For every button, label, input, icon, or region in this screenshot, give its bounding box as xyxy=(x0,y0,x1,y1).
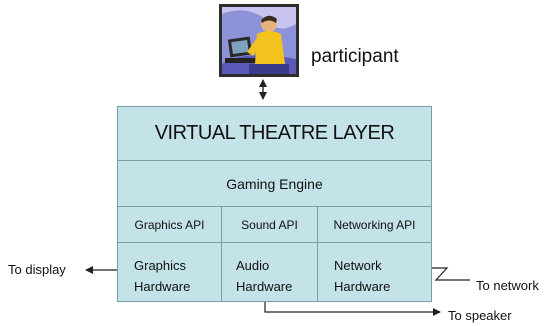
to-display-label: To display xyxy=(8,262,66,277)
engine-title: Gaming Engine xyxy=(226,175,323,192)
virtual-theatre-layer: VIRTUAL THEATRE LAYER xyxy=(118,107,431,161)
participant-label: participant xyxy=(311,46,399,67)
networking-api-cell: Networking API xyxy=(318,207,431,242)
graphics-hardware-line2: Hardware xyxy=(134,279,191,294)
graphics-api-label: Graphics API xyxy=(134,217,205,232)
architecture-stack: VIRTUAL THEATRE LAYER Gaming Engine Grap… xyxy=(117,106,432,302)
network-hardware-line1: Network xyxy=(334,258,382,273)
network-link xyxy=(432,267,470,281)
sound-api-label: Sound API xyxy=(241,217,298,232)
graphics-api-cell: Graphics API xyxy=(118,207,222,242)
network-hardware-line2: Hardware xyxy=(334,279,391,294)
to-speaker-label: To speaker xyxy=(448,308,512,323)
person-at-computer-icon xyxy=(219,4,299,77)
graphics-hardware-line1: Graphics xyxy=(134,258,187,273)
sound-api-cell: Sound API xyxy=(222,207,318,242)
audio-hardware-line1: Audio xyxy=(236,258,270,273)
speaker-arrow xyxy=(264,302,441,316)
audio-hardware-line2: Hardware xyxy=(236,279,293,294)
network-hardware-cell: Network Hardware xyxy=(318,243,431,302)
layer-title: VIRTUAL THEATRE LAYER xyxy=(154,122,395,144)
networking-api-label: Networking API xyxy=(333,217,416,232)
gaming-engine-layer: Gaming Engine xyxy=(118,161,431,207)
audio-hardware-cell: Audio Hardware xyxy=(222,243,318,302)
api-layer: Graphics API Sound API Networking API xyxy=(118,207,431,243)
hardware-layer: Graphics Hardware Audio Hardware Network… xyxy=(118,243,431,302)
graphics-hardware-cell: Graphics Hardware xyxy=(118,243,222,302)
to-network-label: To network xyxy=(476,278,539,293)
